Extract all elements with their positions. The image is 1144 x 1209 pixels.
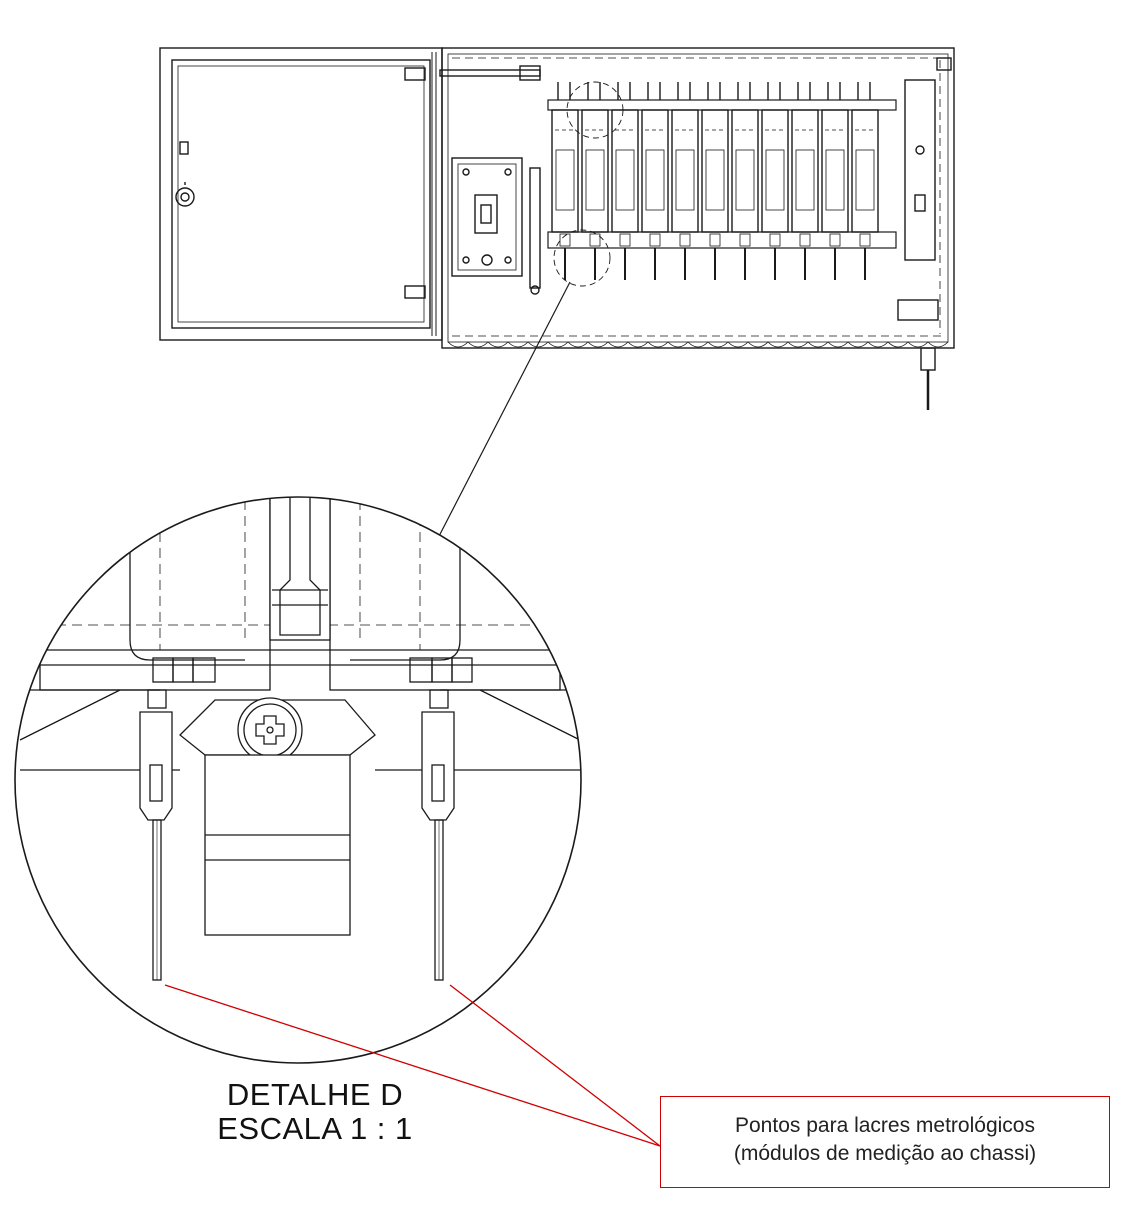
meter-module — [851, 82, 879, 280]
detail-scale: ESCALA 1 : 1 — [217, 1111, 413, 1146]
callout-line-1: Pontos para lacres metrológicos — [735, 1114, 1035, 1137]
meter-module — [671, 82, 699, 280]
enclosure-door — [159, 47, 443, 341]
meter-module — [731, 82, 759, 280]
meter-module — [761, 82, 789, 280]
seal-points-callout: Pontos para lacres metrológicos (módulos… — [660, 1096, 1110, 1188]
meter-module — [551, 82, 579, 280]
detail-caption: DETALHE D ESCALA 1 : 1 — [180, 1078, 450, 1146]
enclosure-body — [439, 47, 955, 410]
detail-title: DETALHE D — [226, 1077, 404, 1112]
meter-modules — [547, 82, 897, 280]
meter-module — [701, 82, 729, 280]
callout-line-2: (módulos de medição ao chassi) — [733, 1142, 1037, 1165]
detail-boundary-circle — [14, 496, 582, 1064]
enclosure-drawing — [159, 47, 955, 410]
door-lock-icon — [175, 187, 195, 207]
phillips-screw-icon — [255, 715, 285, 745]
meter-module — [641, 82, 669, 280]
seal-probe-right — [421, 689, 455, 981]
meter-module — [611, 82, 639, 280]
detail-marker-circle — [566, 81, 624, 139]
detail-leader-line — [435, 281, 571, 543]
meter-module — [581, 82, 609, 280]
detail-marker-circle-d — [553, 229, 611, 287]
callout-leaders — [164, 984, 661, 1147]
meter-module — [791, 82, 819, 280]
detail-d-view — [14, 496, 582, 1064]
meter-module — [821, 82, 849, 280]
seal-probe-left — [139, 689, 173, 981]
